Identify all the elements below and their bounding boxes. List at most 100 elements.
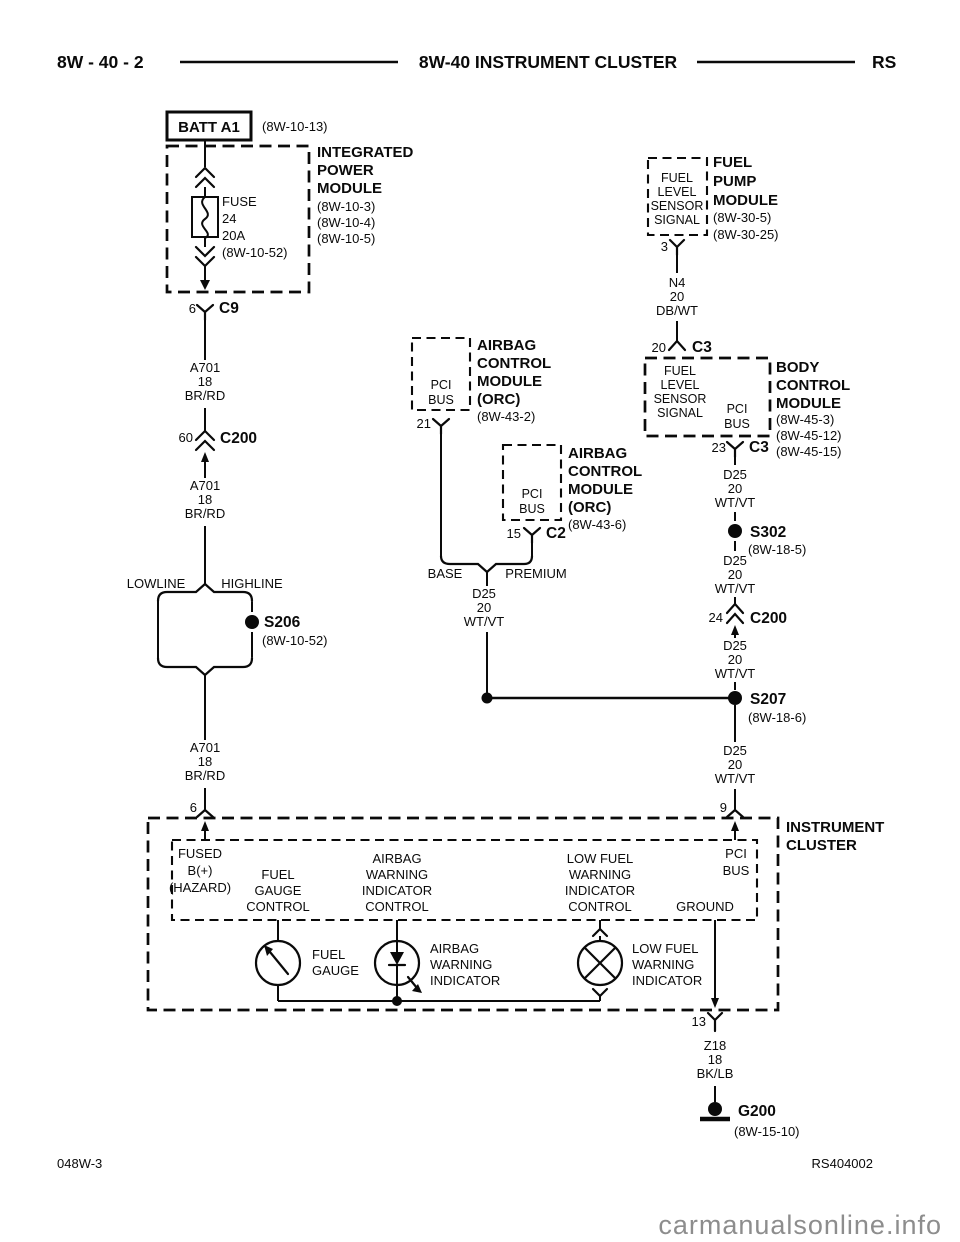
acm1-bus-label: PCI [431,378,452,392]
fpm-signal-line: LEVEL [658,185,697,199]
connector-chevron-icon [668,238,686,257]
led-emit-arrow [406,975,419,990]
acm1-title-line: AIRBAG [477,337,536,354]
connector-chevron-icon [591,987,609,998]
connector-c3-in: 20 C3 [652,339,713,356]
ipm-ref: (8W-10-4) [317,215,375,230]
bcm-ref: (8W-45-3) [776,412,834,427]
watermark-text: carmanualsonline.info [658,1210,942,1240]
connector-chevron-icon [194,429,216,452]
fpm-signal-line: SENSOR [651,199,704,213]
pin-number: 6 [190,800,197,815]
lowfuel-ctrl-line: LOW FUEL [567,851,633,866]
fuse-number: 24 [222,211,236,226]
wire-label-a701-2: A701 18 BR/RD [185,478,225,521]
platform-code: RS [872,52,896,72]
pin-number: 21 [417,416,431,431]
bcm-signal-line: SIGNAL [657,406,703,420]
bcm-title-line: CONTROL [776,377,850,394]
arrow-up-icon [731,821,739,831]
wire-color: DB/WT [656,303,698,318]
connector-chevron-icon [725,808,745,819]
connector-chevron-icon [667,339,687,352]
connector-name: C200 [750,610,787,627]
connector-name: C2 [546,525,566,542]
body-control-module: FUEL LEVEL SENSOR SIGNAL PCI BUS BODY CO… [643,356,850,459]
splice-ref: (8W-15-10) [734,1124,800,1139]
wire-gauge: 20 [728,757,742,772]
fuel-gauge-ctrl-line: CONTROL [246,899,310,914]
wire-circuit: A701 [190,360,220,375]
battery-ref: (8W-10-13) [262,119,328,134]
wire-label-d25-3: D25 20 WT/VT [715,638,755,681]
led-diode-triangle [390,952,404,965]
acm2-title-line: MODULE [568,481,633,498]
wire-color: BR/RD [185,506,225,521]
pin-number: 9 [720,800,727,815]
bcm-title-line: BODY [776,359,819,376]
airbag-indicator-label: WARNING [430,957,492,972]
branch-label-highline: HIGHLINE [221,576,283,591]
cluster-pci-line: PCI [725,846,747,861]
wire-circuit: D25 [723,553,747,568]
connector-chevron-icon [431,417,451,436]
arrow-down-icon [200,280,210,290]
pin-number: 23 [712,440,726,455]
fpm-signal-line: SIGNAL [654,213,700,227]
wire-color: BK/LB [697,1066,734,1081]
cluster-pci-line: BUS [723,863,750,878]
footer-left: 048W-3 [57,1156,102,1171]
splice-dot-s206 [245,615,259,629]
acm2-title-line: AIRBAG [568,445,627,462]
cluster-label-box [170,838,759,922]
split-brace-bottom [156,656,254,677]
wire-label-d25-2: D25 20 WT/VT [715,553,755,596]
battery-label: BATT A1 [178,119,240,136]
cluster-fused-line: (HAZARD) [169,880,231,895]
branch-label-base: BASE [428,566,463,581]
acm2-ref: (8W-43-6) [568,517,626,532]
splice-name: S302 [750,524,786,541]
battery-block: BATT A1 (8W-10-13) [165,110,328,142]
acm1-title-line: CONTROL [477,355,551,372]
connector-chevron-icon [591,927,609,938]
ipm-ref: (8W-10-3) [317,199,375,214]
page-header: 8W - 40 - 2 8W-40 INSTRUMENT CLUSTER RS [57,52,896,72]
wire-label-d25-1: D25 20 WT/VT [715,467,755,510]
connector-chevron-icon [725,602,745,625]
chevron-down-icon [194,245,216,268]
bcm-bus-label: BUS [724,417,750,431]
lowfuel-indicator-label: LOW FUEL [632,941,698,956]
low-fuel-lamp-icon [576,920,624,1001]
fuse-element [201,196,209,239]
wire-gauge: 18 [708,1052,722,1067]
connector-name: C9 [219,300,239,317]
gauge-needle-tip [264,945,273,956]
wire-label-z18: Z18 18 BK/LB [697,1038,734,1081]
connector-chevron-icon [522,526,542,545]
chevron-up-icon [194,166,216,189]
splice-name: S207 [750,691,786,708]
fuel-gauge-label: GAUGE [312,963,359,978]
acm2-title-line: (ORC) [568,499,611,516]
pin-number: 60 [179,430,193,445]
bcm-title-line: MODULE [776,395,841,412]
page-number: 8W - 40 - 2 [57,52,144,72]
splice-ref: (8W-18-6) [748,710,806,725]
wire-circuit: D25 [723,743,747,758]
splice-ref: (8W-18-5) [748,542,806,557]
connector-chevron-icon [725,440,745,459]
splice-dot-s302 [728,524,742,538]
ground-g200-icon [700,1102,730,1122]
wire-gauge: 20 [477,600,491,615]
lowfuel-ctrl-line: INDICATOR [565,883,635,898]
fuel-gauge-icon [254,920,302,1001]
acm2-title-line: CONTROL [568,463,642,480]
bcm-box [643,356,772,438]
wire-circuit: D25 [723,467,747,482]
wire-color: WT/VT [715,771,755,786]
branch-label-lowline: LOWLINE [127,576,186,591]
airbag-ctrl-line: AIRBAG [372,851,421,866]
airbag-ctrl-line: CONTROL [365,899,429,914]
